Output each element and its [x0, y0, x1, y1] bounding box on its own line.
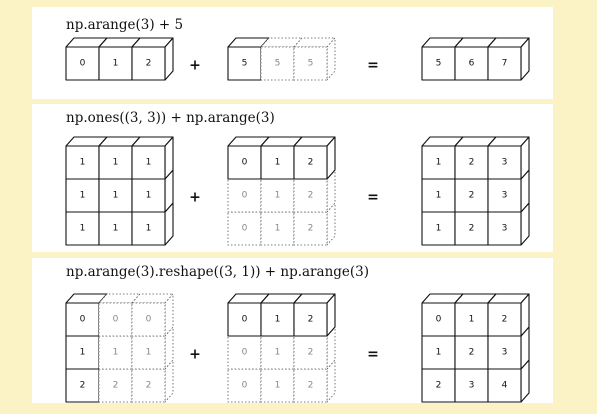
plus-operator: + — [189, 190, 201, 206]
cell-value: 1 — [275, 158, 281, 168]
cell-value: 2 — [469, 191, 475, 201]
cell-value: 2 — [308, 158, 314, 168]
ghost-cube: 0 — [131, 293, 174, 337]
cell-value: 2 — [469, 224, 475, 234]
cell-value: 2 — [469, 158, 475, 168]
cell-value: 0 — [146, 315, 152, 325]
cell-value: 6 — [469, 59, 475, 69]
cell-value: 1 — [275, 315, 281, 325]
cell-value: 1 — [113, 348, 119, 358]
cell-value: 2 — [146, 381, 152, 391]
equals-operator: = — [367, 347, 379, 363]
broadcast-illustration: 1 1 1 1 1 1 1 1 1 0 1 2 0 1 2 0 1 2 1 2 3 1 2 3 1 2 3 + = — [65, 136, 530, 246]
cell-value: 2 — [469, 348, 475, 358]
cell-value: 1 — [146, 224, 152, 234]
cell-value: 0 — [80, 315, 86, 325]
panel-expression: np.ones((3, 3)) + np.arange(3) — [66, 110, 275, 126]
cell-value: 2 — [113, 381, 119, 391]
cell-value: 1 — [113, 191, 119, 201]
cell-value: 1 — [80, 348, 86, 358]
cell-value: 1 — [275, 348, 281, 358]
cell-value: 1 — [80, 158, 86, 168]
plus-operator: + — [189, 347, 201, 363]
cell-value: 1 — [80, 191, 86, 201]
cell-value: 1 — [146, 348, 152, 358]
cell-value: 5 — [308, 59, 314, 69]
array-cube: 2 — [487, 293, 530, 337]
panel-expression: np.arange(3) + 5 — [66, 17, 184, 33]
broadcast-illustration: 2 2 2 1 1 1 0 0 0 0 1 2 0 1 2 0 1 2 2 3 4 1 2 3 0 1 2 + = — [65, 293, 530, 403]
cell-value: 1 — [275, 191, 281, 201]
cell-value: 1 — [113, 59, 119, 69]
cell-value: 1 — [436, 191, 442, 201]
array-cube: 2 — [293, 136, 336, 180]
cell-value: 1 — [113, 224, 119, 234]
cell-value: 1 — [436, 348, 442, 358]
cell-value: 0 — [242, 315, 248, 325]
cell-value: 1 — [275, 381, 281, 391]
array-cube: 1 — [131, 136, 174, 180]
cell-value: 7 — [502, 59, 508, 69]
cell-value: 5 — [275, 59, 281, 69]
cell-value: 0 — [436, 315, 442, 325]
cell-value: 0 — [242, 158, 248, 168]
panel-expression: np.arange(3).reshape((3, 1)) + np.arange… — [66, 264, 370, 280]
equals-operator: = — [367, 58, 379, 74]
cell-value: 4 — [502, 381, 508, 391]
cell-value: 3 — [502, 158, 508, 168]
cell-value: 5 — [242, 59, 248, 69]
cell-value: 1 — [146, 191, 152, 201]
cell-value: 1 — [80, 224, 86, 234]
cell-value: 1 — [469, 315, 475, 325]
panel-arange-plus-scalar: np.arange(3) + 5 0 1 2 5 5 5 5 6 7 + = — [32, 7, 553, 99]
cell-value: 0 — [242, 348, 248, 358]
cell-value: 2 — [502, 315, 508, 325]
cell-value: 1 — [436, 158, 442, 168]
array-cube: 5 — [227, 37, 270, 81]
cell-value: 3 — [502, 224, 508, 234]
array-cube: 7 — [487, 37, 530, 81]
cell-value: 2 — [308, 191, 314, 201]
cell-value: 0 — [242, 381, 248, 391]
equals-operator: = — [367, 190, 379, 206]
array-cube: 0 — [227, 293, 270, 337]
ghost-cube: 5 — [293, 37, 336, 81]
cell-value: 2 — [308, 224, 314, 234]
cell-value: 0 — [242, 224, 248, 234]
cell-value: 2 — [436, 381, 442, 391]
cell-value: 1 — [146, 158, 152, 168]
array-cube: 2 — [131, 37, 174, 81]
cell-value: 0 — [242, 191, 248, 201]
cell-value: 1 — [436, 224, 442, 234]
cell-value: 3 — [502, 191, 508, 201]
cell-value: 2 — [80, 381, 86, 391]
cell-value: 1 — [113, 158, 119, 168]
cell-value: 2 — [308, 348, 314, 358]
broadcast-illustration: 0 1 2 5 5 5 5 6 7 + = — [65, 37, 530, 81]
array-cube: 2 — [293, 293, 336, 337]
cell-value: 2 — [308, 315, 314, 325]
plus-operator: + — [189, 58, 201, 74]
cell-value: 0 — [80, 59, 86, 69]
cell-value: 3 — [502, 348, 508, 358]
panel-reshape-plus-arange: np.arange(3).reshape((3, 1)) + np.arange… — [32, 258, 553, 403]
cell-value: 5 — [436, 59, 442, 69]
cell-value: 1 — [275, 224, 281, 234]
cell-value: 2 — [146, 59, 152, 69]
cell-value: 2 — [308, 381, 314, 391]
array-cube: 3 — [487, 136, 530, 180]
cell-value: 3 — [469, 381, 475, 391]
cell-value: 0 — [113, 315, 119, 325]
